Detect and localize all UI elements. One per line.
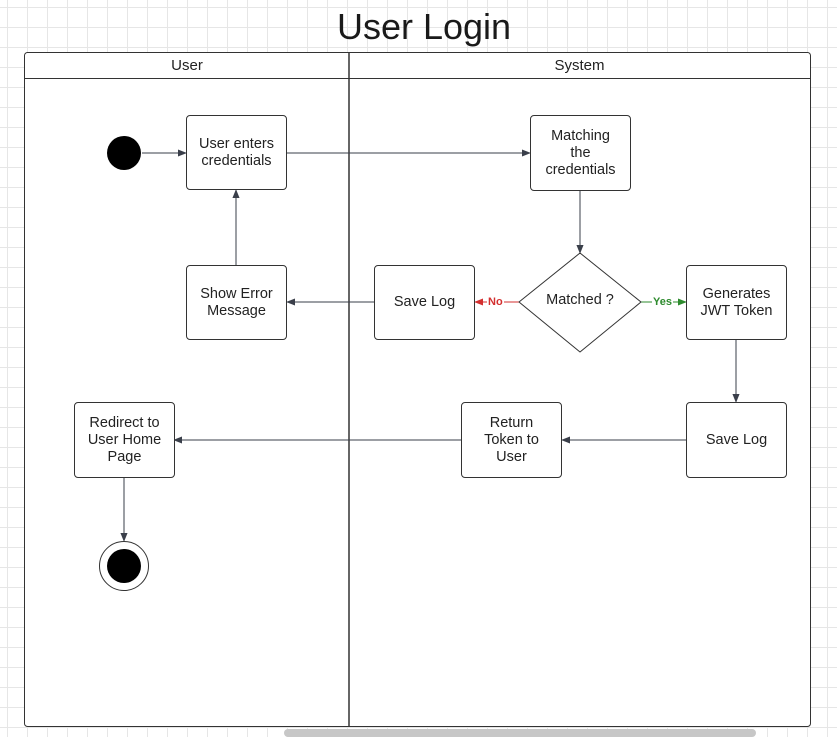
- node-return-token[interactable]: Return Token to User: [461, 402, 562, 478]
- decision-diamond[interactable]: [518, 252, 642, 353]
- lane-header-user: User: [171, 57, 203, 74]
- end-node-inner: [107, 549, 141, 583]
- decision-label: Matched ?: [546, 292, 614, 308]
- horizontal-scrollbar[interactable]: [284, 729, 756, 737]
- node-match-credentials[interactable]: Matching the credentials: [530, 115, 631, 191]
- diagram-title: User Login: [336, 6, 512, 47]
- start-node[interactable]: [107, 136, 141, 170]
- node-enter-credentials[interactable]: User enters credentials: [186, 115, 287, 190]
- node-generate-token[interactable]: Generates JWT Token: [686, 265, 787, 340]
- node-save-log-no[interactable]: Save Log: [374, 265, 475, 340]
- swimlane-pool: [24, 52, 811, 727]
- edge-label-yes: Yes: [652, 296, 673, 309]
- edge-label-no: No: [487, 296, 504, 309]
- node-redirect-home[interactable]: Redirect to User Home Page: [74, 402, 175, 478]
- node-save-log-yes[interactable]: Save Log: [686, 402, 787, 478]
- node-show-error[interactable]: Show Error Message: [186, 265, 287, 340]
- lane-header-system: System: [554, 57, 605, 74]
